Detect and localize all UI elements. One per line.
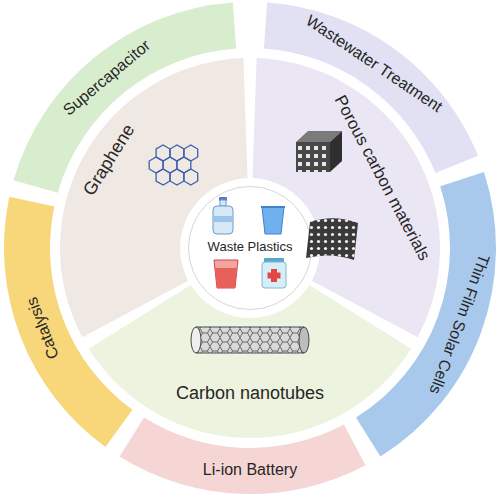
application-band: Thin Film Solar Cells <box>355 171 496 457</box>
blue-cup-icon <box>261 207 285 234</box>
source-circle: Waste Plastics <box>188 186 312 310</box>
shape-outline <box>13 2 237 193</box>
lattice-cell <box>170 169 184 185</box>
sector-shape <box>4 197 132 447</box>
sector-shape <box>120 418 366 494</box>
circle-shape <box>189 187 312 310</box>
sector-label: Li-ion Battery <box>203 461 297 479</box>
sector-shape <box>264 3 478 173</box>
lattice-cell <box>156 169 170 185</box>
sector-label: Wastewater Treatment <box>303 11 446 116</box>
shape-outline <box>355 171 496 457</box>
medicine-jar-icon <box>262 258 286 288</box>
red-cup-icon <box>214 260 238 288</box>
plastic-bottle-icon <box>213 197 233 234</box>
sector-label: Carbon nanotubes <box>176 383 324 404</box>
sector-shape <box>14 3 237 193</box>
sector-shape <box>356 172 496 457</box>
graphene-lattice <box>149 145 198 185</box>
shape-outline <box>4 196 133 448</box>
shape-outline <box>119 417 366 494</box>
application-band: Supercapacitor <box>13 2 237 193</box>
nanotube-illustration <box>191 327 309 353</box>
source-label: Waste Plastics <box>208 240 293 255</box>
porous-block-illustration <box>296 131 342 172</box>
lattice-cell <box>184 169 198 185</box>
application-band: Catalysis <box>4 196 133 448</box>
porous-sheet-illustration <box>306 218 358 260</box>
application-band: Li-ion Battery <box>119 417 366 494</box>
